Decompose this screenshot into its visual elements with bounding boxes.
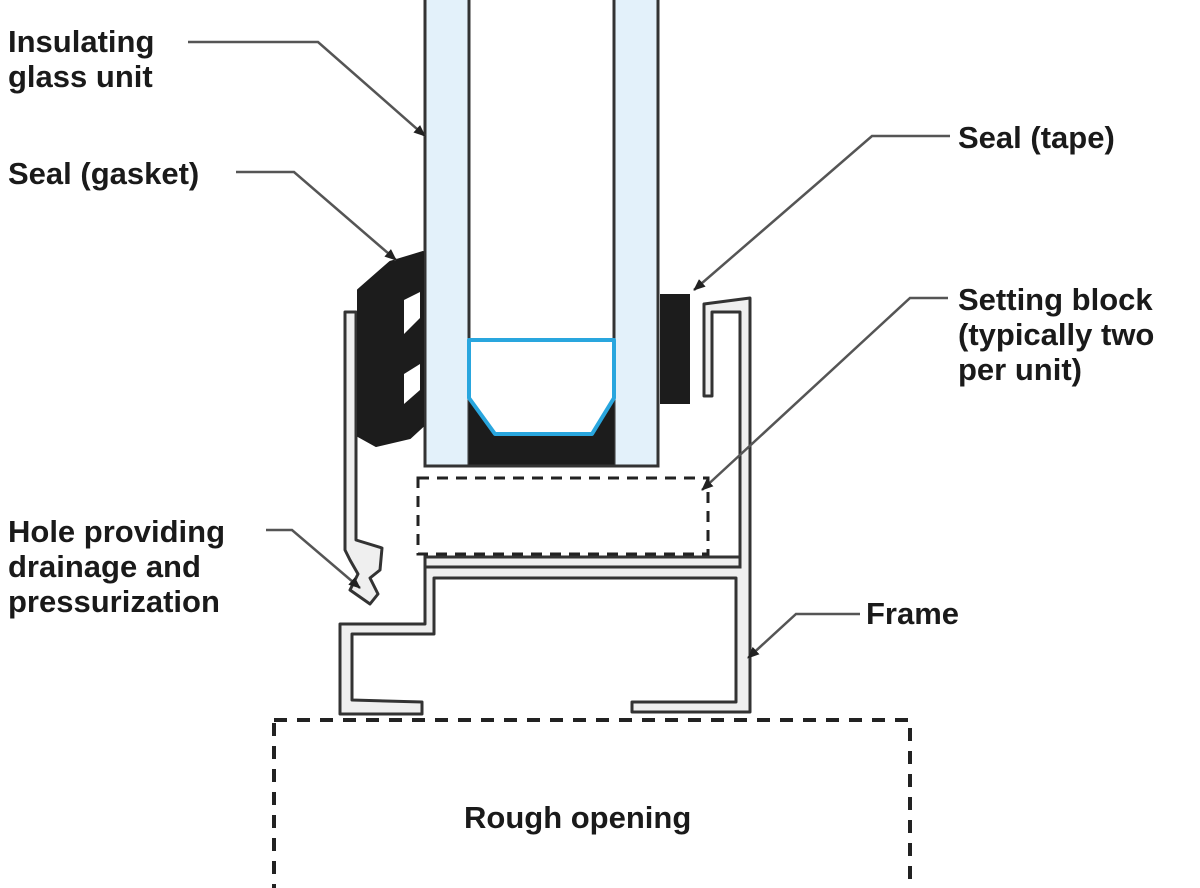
label-seal-tape: Seal (tape) bbox=[958, 120, 1115, 155]
leader-hole bbox=[266, 528, 361, 589]
spacer-bar bbox=[467, 338, 616, 436]
leader-insulating-glass bbox=[188, 40, 426, 137]
frame-extrusion bbox=[338, 296, 752, 716]
label-setting-block: Setting block (typically two per unit) bbox=[958, 282, 1155, 387]
leader-seal-gasket bbox=[236, 170, 397, 261]
label-hole-drainage: Hole providing drainage and pressurizati… bbox=[8, 514, 225, 619]
frame-sill-shelf bbox=[423, 555, 742, 569]
gasket-slot-upper bbox=[404, 292, 420, 334]
frame-left-wall bbox=[343, 310, 384, 606]
label-seal-gasket: Seal (gasket) bbox=[8, 156, 200, 191]
leader-seal-tape bbox=[693, 134, 950, 291]
gasket-seal bbox=[357, 251, 424, 447]
label-insulating-glass-unit: Insulating glass unit bbox=[8, 24, 155, 94]
leader-frame bbox=[747, 612, 860, 659]
frame-body bbox=[338, 296, 752, 716]
glass-pane-left bbox=[423, 0, 471, 468]
tape-seal bbox=[660, 294, 690, 404]
label-frame: Frame bbox=[866, 596, 960, 631]
setting-block-outline bbox=[416, 476, 710, 556]
rough-opening-outline bbox=[272, 718, 912, 888]
label-rough-opening: Rough opening bbox=[464, 800, 692, 835]
glass-pane-right bbox=[612, 0, 660, 468]
insulating-glass-unit bbox=[423, 0, 660, 468]
leader-setting-block bbox=[701, 296, 948, 491]
leader-lines bbox=[188, 40, 950, 659]
gasket-slot-lower bbox=[404, 364, 420, 404]
